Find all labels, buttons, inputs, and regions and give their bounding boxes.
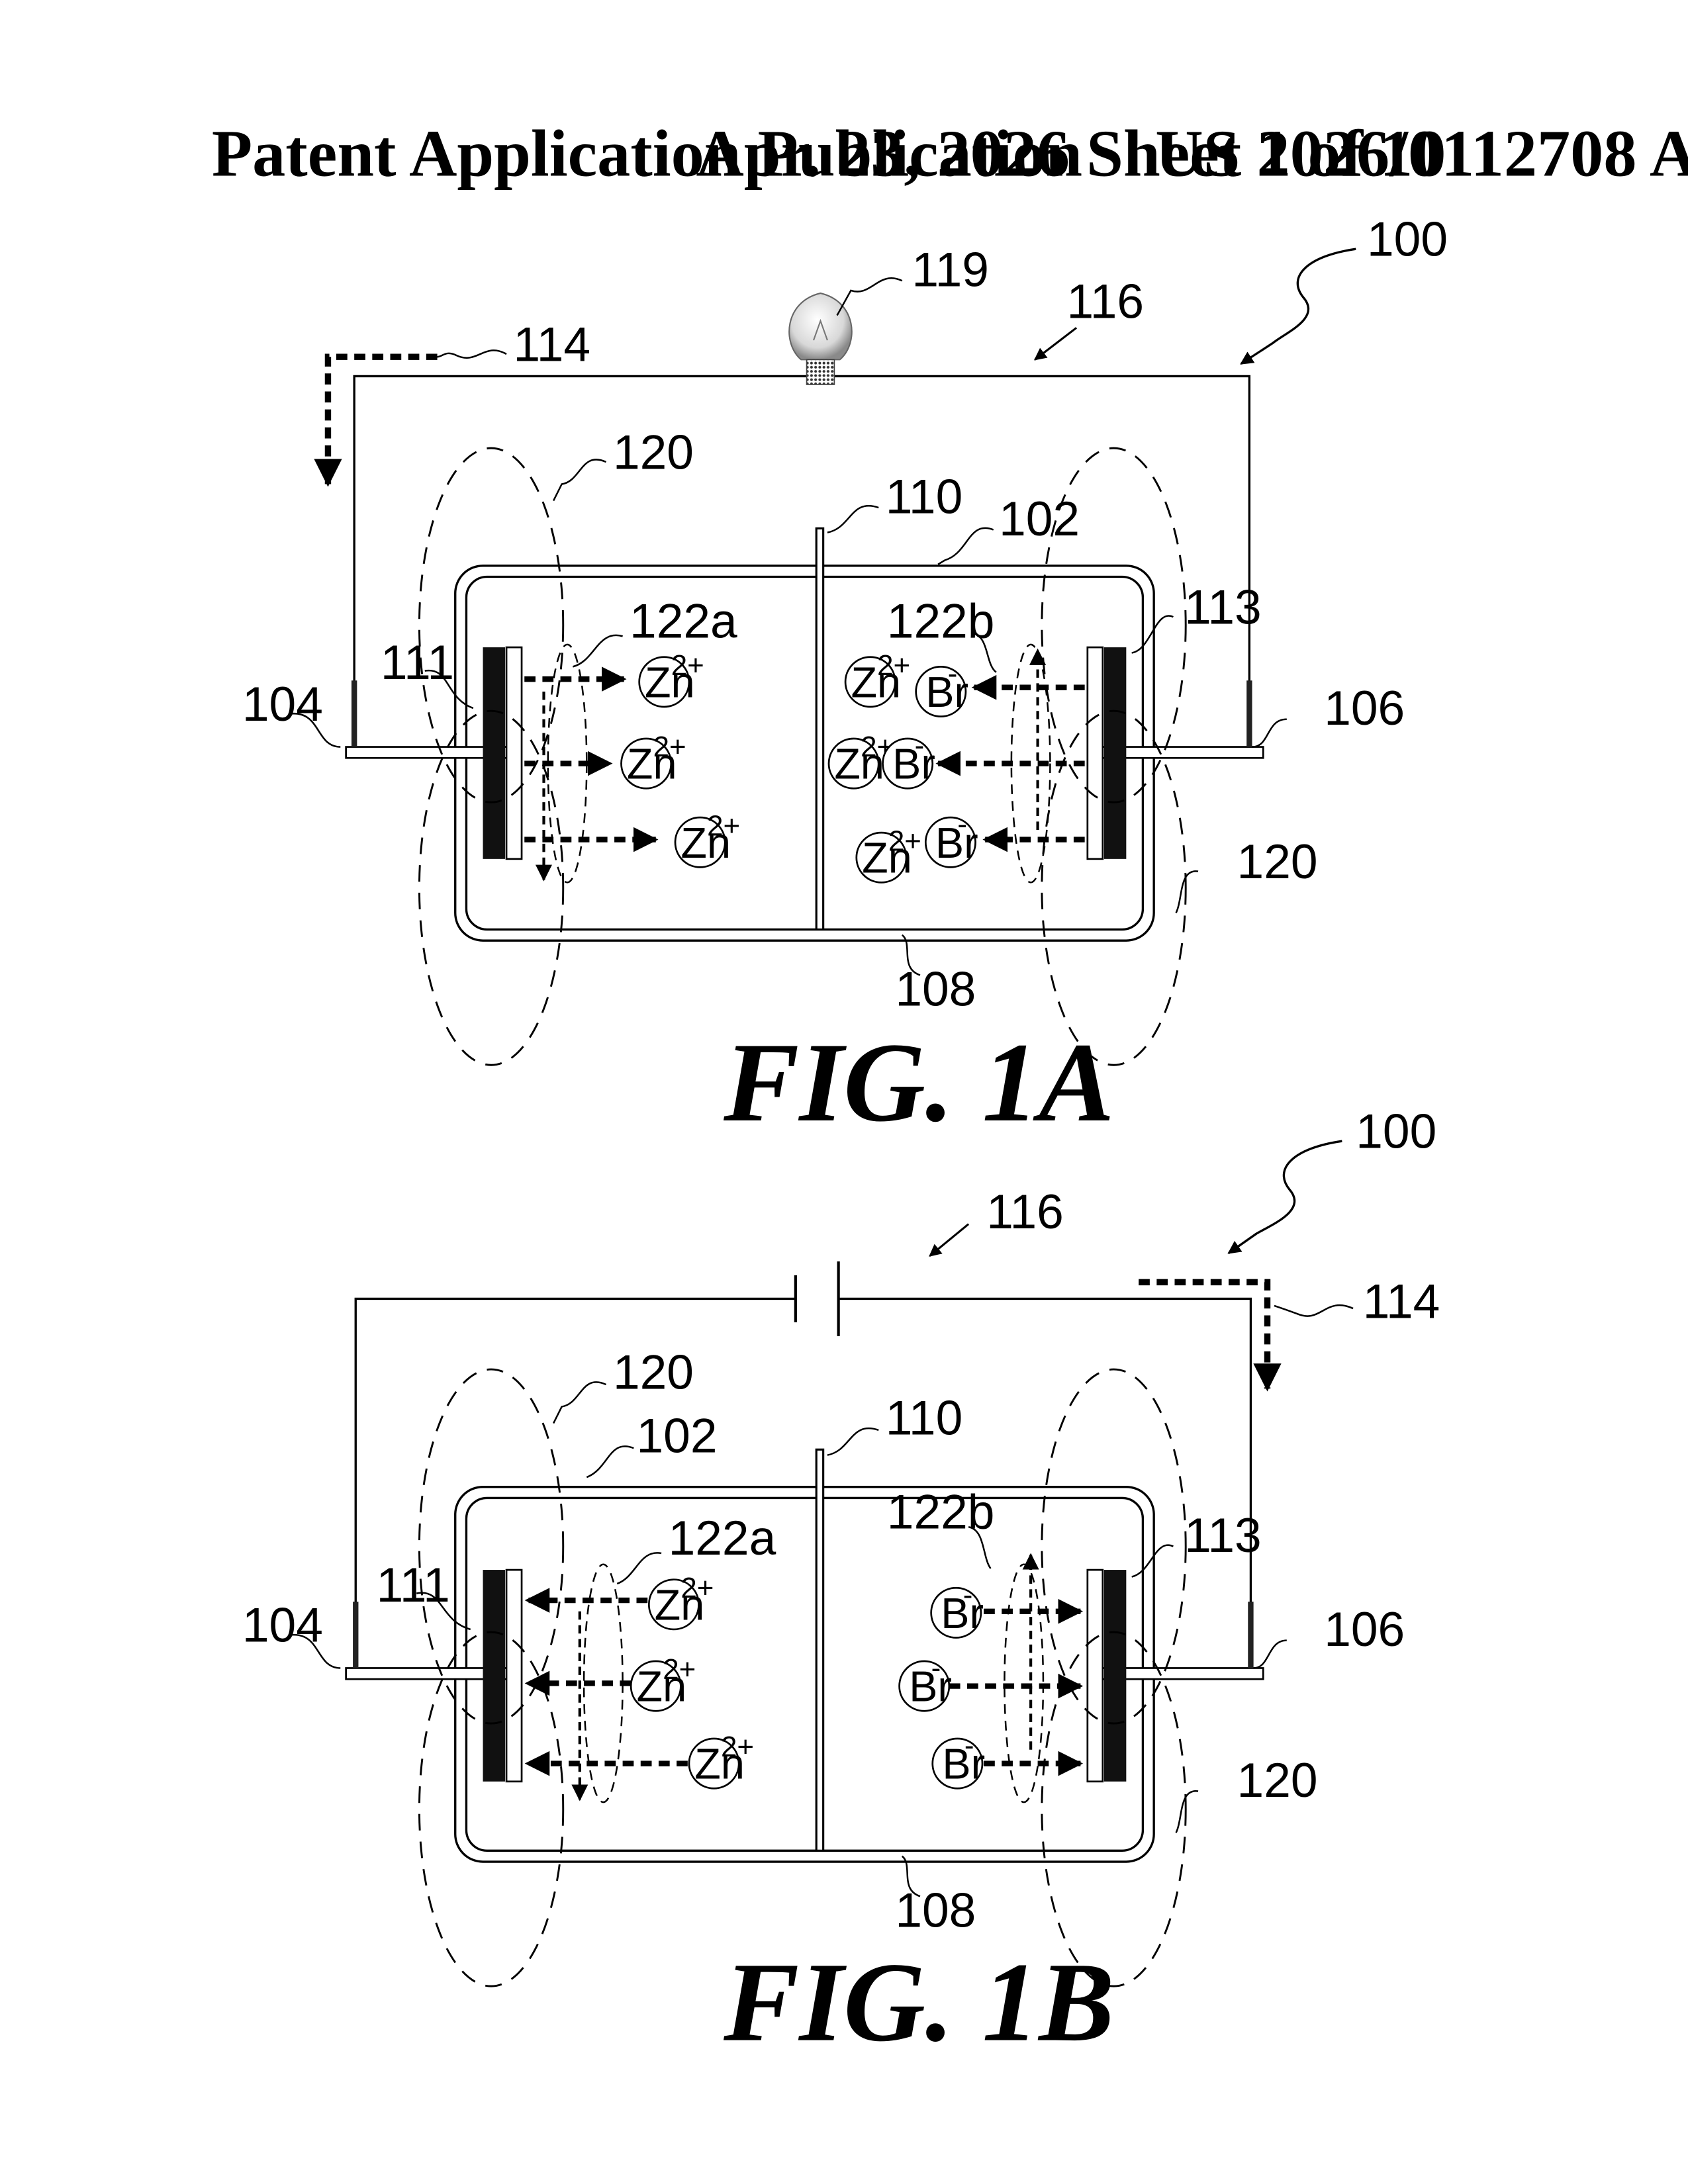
label-102: 102 — [999, 492, 1080, 546]
label-113: 113 — [1184, 581, 1262, 635]
label-110: 110 — [886, 1391, 963, 1445]
br-ion: Br - — [931, 1578, 984, 1637]
anode-layer — [506, 1570, 522, 1782]
zn-ion: Zn 2+ — [675, 809, 740, 867]
leader-lines — [291, 278, 1287, 975]
label-106: 106 — [1324, 682, 1405, 735]
svg-text:-: - — [915, 729, 925, 762]
label-122a: 122a — [630, 594, 737, 648]
label-100: 100 — [1367, 213, 1448, 267]
zn-ion: Zn 2+ — [649, 1572, 714, 1629]
svg-text:-: - — [964, 1729, 974, 1762]
svg-text:-: - — [948, 657, 958, 690]
housing-outer — [455, 566, 1154, 940]
br-ion: Br - — [916, 657, 968, 716]
label-116: 116 — [1066, 275, 1144, 329]
svg-text:-: - — [957, 808, 967, 841]
anode-post — [353, 1602, 358, 1668]
label-104: 104 — [242, 1599, 323, 1653]
svg-text:Br: Br — [935, 819, 978, 867]
circuit-wire — [839, 1298, 1251, 1626]
label-119: 119 — [912, 244, 989, 297]
svg-text:2+: 2+ — [707, 809, 740, 842]
cathode-layer — [1088, 1570, 1103, 1782]
label-113: 113 — [1184, 1509, 1262, 1563]
housing-outer — [455, 1487, 1154, 1862]
figure-caption: FIG. 1A — [723, 1020, 1114, 1146]
separator — [816, 528, 823, 929]
label-108: 108 — [895, 962, 976, 1016]
label-104: 104 — [242, 678, 323, 731]
anode-electrode — [483, 1570, 505, 1782]
label-120: 120 — [1237, 1754, 1318, 1807]
label-116: 116 — [986, 1185, 1064, 1239]
svg-text:2+: 2+ — [888, 825, 921, 857]
svg-text:Br: Br — [942, 1740, 985, 1788]
svg-text:Br: Br — [925, 668, 968, 716]
cathode-electrode — [1104, 647, 1126, 859]
svg-text:2+: 2+ — [877, 649, 910, 682]
br-ion: Br - — [933, 1729, 985, 1788]
zn-ion: Zn 2+ — [845, 649, 910, 707]
label-111: 111 — [377, 1559, 450, 1612]
svg-text:2+: 2+ — [653, 731, 686, 763]
figure-caption: FIG. 1B — [723, 1940, 1114, 2066]
svg-text:-: - — [931, 1652, 941, 1684]
label-110: 110 — [886, 470, 963, 523]
label-114: 114 — [1363, 1275, 1440, 1329]
zn-ion: Zn 2+ — [639, 649, 704, 707]
svg-text:Br: Br — [892, 740, 935, 788]
anode-post — [352, 680, 357, 747]
header-pub-number: US 2026/0112708 A1 — [1155, 116, 1688, 190]
br-ion: Br - — [925, 808, 978, 867]
label-122b: 122b — [887, 1485, 995, 1539]
svg-text:2+: 2+ — [680, 1572, 714, 1604]
br-ion: Br - — [900, 1652, 952, 1711]
svg-text:Br: Br — [909, 1662, 952, 1711]
zn-ion: Zn 2+ — [622, 731, 686, 788]
circuit-arrow — [930, 1224, 969, 1256]
svg-text:Br: Br — [941, 1589, 984, 1637]
system-arrow — [1241, 249, 1356, 363]
cathode-post — [1246, 680, 1252, 747]
label-111: 111 — [381, 636, 454, 690]
cathode-layer — [1088, 647, 1103, 859]
circuit-arrow — [1035, 328, 1076, 359]
anode-electrode — [483, 647, 505, 859]
label-120: 120 — [613, 426, 694, 479]
label-108: 108 — [895, 1884, 976, 1937]
cathode-post — [1248, 1602, 1253, 1668]
anode-layer — [506, 647, 522, 859]
label-122a: 122a — [669, 1512, 776, 1565]
svg-text:2+: 2+ — [671, 649, 704, 682]
label-102: 102 — [637, 1409, 718, 1463]
figure-1b: Zn 2+ Zn 2+ Zn 2+ Br - Br - Br - — [242, 1105, 1440, 2066]
zn-ion: Zn 2+ — [689, 1731, 754, 1788]
label-122b: 122b — [887, 594, 995, 648]
svg-text:2+: 2+ — [663, 1653, 696, 1686]
label-120: 120 — [1237, 835, 1318, 889]
zn-ion: Zn 2+ — [857, 825, 921, 882]
system-arrow — [1229, 1141, 1342, 1253]
zn-ion: Zn 2+ — [631, 1653, 696, 1711]
svg-text:-: - — [963, 1578, 973, 1611]
figure-1a: Zn 2+ Zn 2+ Zn 2+ Zn 2+ Zn 2+ Zn 2+ — [242, 213, 1448, 1146]
label-114: 114 — [514, 318, 591, 371]
label-120: 120 — [613, 1345, 694, 1399]
label-100: 100 — [1356, 1105, 1436, 1159]
separator — [816, 1449, 823, 1850]
cathode-electrode — [1104, 1570, 1126, 1782]
label-106: 106 — [1324, 1603, 1405, 1657]
svg-text:2+: 2+ — [721, 1731, 754, 1763]
